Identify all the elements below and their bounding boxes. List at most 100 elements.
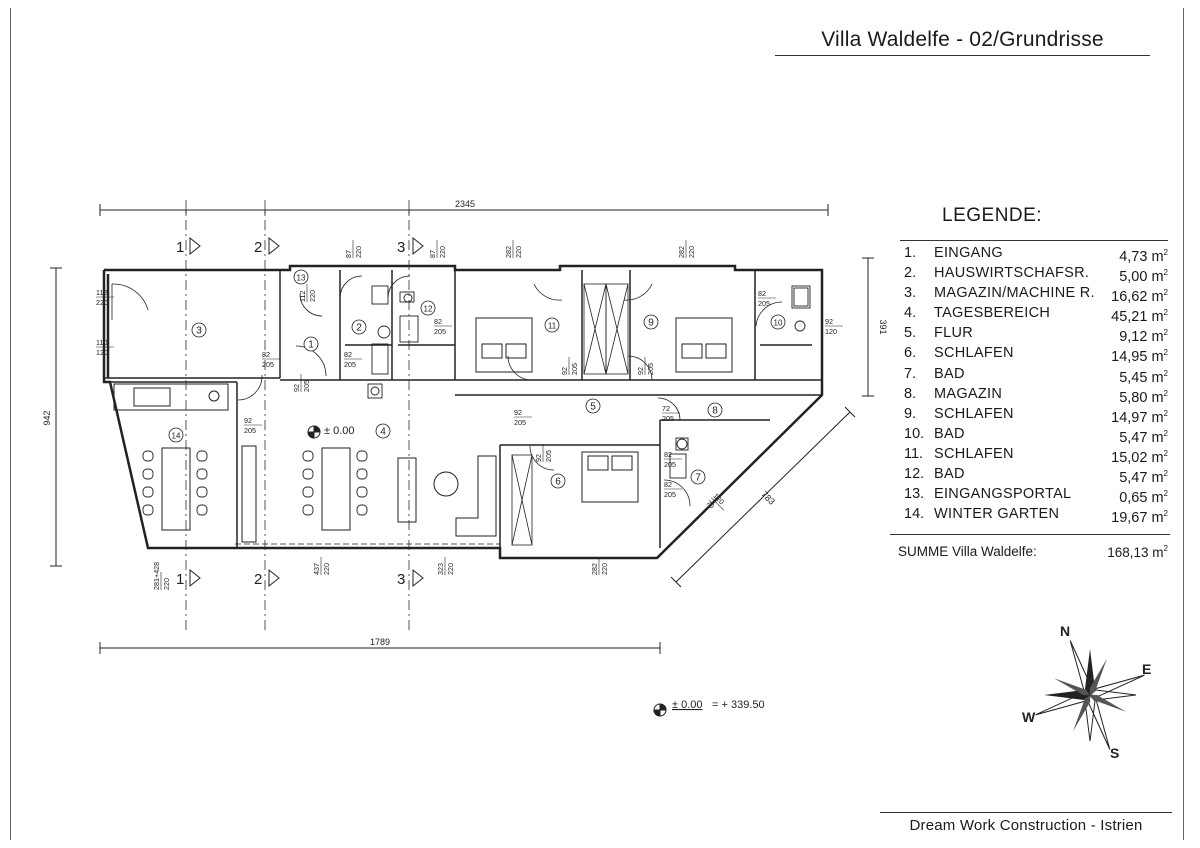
legend-item-number: 12. [904,466,925,483]
legend-item-area: 15,02 m2 [1111,448,1168,466]
dining-chair [356,450,368,462]
dining-chair [196,468,208,480]
footer-credit: Dream Work Construction - Istrien [880,812,1172,834]
legend-item-name: MAGAZIN [934,385,1003,402]
opening-height: 220 [514,246,523,258]
legend-item-name: EINGANGSPORTAL [934,486,1072,503]
dimension-line-top [99,200,829,630]
room-marker-circle [544,317,560,333]
room-number: 13 [297,274,306,283]
opening-height: 205 [514,418,526,427]
legend-item-area: 0,65 m2 [1119,489,1168,507]
room-number: 5 [590,402,596,413]
section-markers [189,236,424,588]
legend-item-area: 5,80 m2 [1119,388,1168,406]
opening-width: 92 [244,416,252,425]
legend-item-area: 14,97 m2 [1111,408,1168,426]
opening-height: 120 [96,348,108,357]
opening-width: 112 [298,291,307,302]
level-ref-text: ± 0.00 [672,699,703,711]
level-ref-value: = + 339.50 [712,699,765,711]
opening-height: 220 [438,246,447,258]
dim-diagonal-label: 783 [759,489,777,507]
legend-item: 2.HAUSWIRTSCHAFSR.5,00 m2 [900,263,1168,285]
room-marker-circle [770,314,786,330]
opening-width: 87 [428,250,437,258]
legend-item-area: 9,12 m2 [1119,328,1168,346]
legend-item-name: BAD [934,425,965,442]
dining-chair [356,504,368,516]
dim-top-label: 2345 [455,199,475,209]
opening-height: 205 [570,363,579,375]
room-marker-circle [707,402,723,418]
section-label: 2 [254,571,262,588]
legend-item-number: 2. [904,265,917,282]
sheet-title: Villa Waldelfe - 02/Grundrisse [775,28,1150,56]
opening-height: 205 [302,380,311,392]
dining-chair [302,486,314,498]
legend-item-name: WINTER GARTEN [934,506,1060,523]
dim-right-label: 391 [878,319,888,334]
opening-dimension-rule [711,497,725,511]
opening-width: 112 [96,288,107,297]
opening-width: 282 [590,563,599,575]
sheet-frame [10,8,1184,840]
dining-table [161,447,351,531]
room-marker-circle [420,300,436,316]
room-number: 7 [695,473,701,484]
sanitary-fixtures [367,285,811,479]
dining-chair [356,468,368,480]
dining-chair [196,504,208,516]
room-number: 3 [196,326,202,337]
room-marker-circle [690,469,706,485]
legend-item-number: 9. [904,405,917,422]
room-number: 9 [648,318,654,329]
compass-w: W [1022,709,1036,725]
legend-item-area: 4,73 m2 [1119,248,1168,265]
dim-left-label: 942 [42,410,52,425]
legend-item-area: 45,21 m2 [1111,308,1168,326]
opening-height: 205 [664,490,676,499]
legend-item-number: 10. [904,425,925,442]
opening-width: 82 [664,480,672,489]
opening-width: 282 [677,246,686,258]
opening-height: 205 [434,327,446,336]
opening-height: 220 [162,578,171,590]
legend-item-area: 5,47 m2 [1119,428,1168,446]
room-marker-circle [168,427,184,443]
opening-height: 205 [662,414,674,423]
legend-item-number: 3. [904,285,917,302]
opening-width: 92 [514,408,522,417]
legend-item: 10. BAD 5,47 m2 [900,424,1168,446]
legend-item-name: TAGESBEREICH [934,305,1051,322]
door-swings [111,275,783,507]
level-symbol [307,425,667,717]
section-label: 3 [397,239,405,256]
